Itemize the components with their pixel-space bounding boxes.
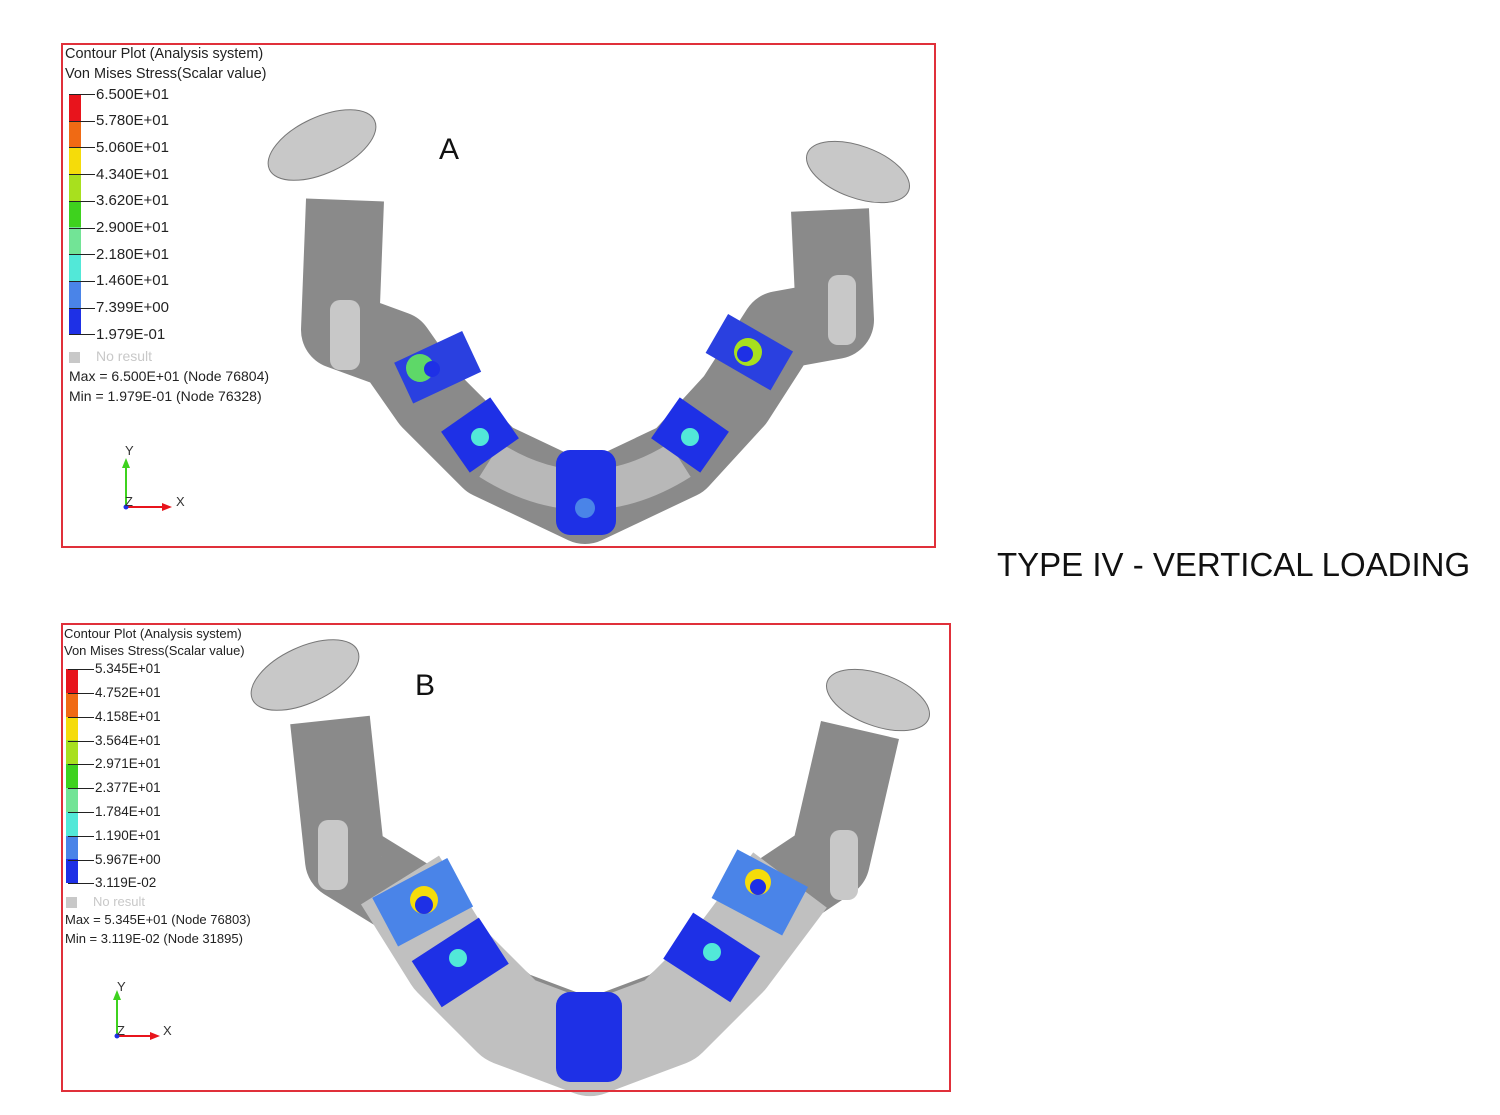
contour-plot-panel-b: Contour Plot (Analysis system) Von Mises…: [61, 623, 951, 1092]
scale-tick: 4.340E+01: [69, 167, 169, 182]
scale-tick: 2.900E+01: [69, 220, 169, 235]
color-scale-segment: [66, 740, 78, 765]
scale-tick-label: 2.971E+01: [95, 756, 161, 772]
color-scale-bar: [66, 669, 78, 884]
min-value: Min = 3.119E-02 (Node 31895): [65, 931, 243, 946]
color-scale-segment: [69, 227, 81, 255]
scale-tick-label: 5.060E+01: [96, 138, 169, 156]
mandible-a: [267, 109, 911, 544]
legend-header-1: Contour Plot (Analysis system): [65, 46, 264, 62]
color-scale-segment: [69, 120, 81, 148]
scale-tick: 1.979E-01: [69, 327, 165, 342]
color-scale-segment: [69, 147, 81, 175]
scale-tick: 1.460E+01: [69, 273, 169, 288]
axis-z-label: Z: [117, 1023, 125, 1038]
scale-tick-label: 5.780E+01: [96, 112, 169, 130]
max-value: Max = 6.500E+01 (Node 76804): [69, 368, 270, 384]
color-scale-segment: [66, 835, 78, 860]
scale-tick-label: 3.119E-02: [95, 875, 157, 891]
scale-tick-label: 4.158E+01: [95, 708, 161, 724]
legend-header-1: Contour Plot (Analysis system): [64, 626, 242, 641]
scale-tick: 4.752E+01: [68, 686, 161, 700]
scale-tick: 6.500E+01: [69, 87, 169, 102]
color-scale-segment: [69, 200, 81, 228]
scale-tick-label: 7.399E+00: [96, 299, 169, 317]
no-result-label: No result: [93, 894, 146, 909]
color-scale-segment: [69, 307, 81, 335]
color-scale-segment: [66, 692, 78, 717]
panel-label-b: B: [415, 669, 436, 702]
color-scale-segment: [66, 859, 78, 884]
legend-a: Contour Plot (Analysis system) Von Mises…: [65, 46, 269, 403]
scale-tick: 3.620E+01: [69, 193, 169, 208]
figure-title: TYPE IV - VERTICAL LOADING: [997, 546, 1471, 583]
scale-tick-label: 2.180E+01: [96, 245, 169, 263]
legend-header-2: Von Mises Stress(Scalar value): [64, 643, 245, 658]
panel-label-a: A: [439, 133, 460, 166]
scale-tick-label: 5.345E+01: [95, 661, 161, 677]
scale-tick-label: 4.340E+01: [96, 165, 169, 183]
scale-tick-label: 2.377E+01: [95, 780, 161, 796]
scale-tick: 3.564E+01: [68, 732, 161, 748]
scale-tick: 3.119E-02: [68, 876, 156, 890]
color-scale-segment: [69, 94, 81, 121]
axis-z-label: Z: [125, 494, 133, 509]
color-scale-segment: [69, 174, 81, 201]
scale-tick-label: 1.979E-01: [96, 325, 166, 343]
contour-plot-panel-a: Contour Plot (Analysis system) Von Mises…: [61, 43, 936, 548]
scale-tick: 5.345E+01: [68, 662, 161, 676]
scale-tick: 1.190E+01: [68, 829, 161, 843]
scale-tick: 2.377E+01: [68, 781, 161, 795]
color-scale-segment: [66, 811, 78, 836]
axis-triad-a: [122, 458, 172, 511]
no-result-legend: No result: [69, 349, 152, 363]
scale-tick: 4.158E+01: [68, 710, 161, 724]
scale-tick: 2.971E+01: [68, 757, 161, 771]
min-value: Min = 1.979E-01 (Node 76328): [69, 388, 262, 404]
axis-triad-b: [113, 990, 160, 1040]
scale-tick-label: 3.564E+01: [95, 732, 161, 748]
scale-tick: 5.780E+01: [69, 113, 169, 128]
scale-tick-label: 1.190E+01: [95, 827, 161, 843]
scale-tick-label: 1.784E+01: [95, 804, 161, 820]
scale-tick: 1.784E+01: [68, 805, 161, 819]
color-scale-segment: [66, 669, 78, 693]
no-result-legend: No result: [66, 894, 146, 909]
axis-y-label: Y: [117, 979, 126, 994]
color-scale-bar: [69, 94, 81, 335]
scale-tick-label: 5.967E+00: [95, 851, 161, 867]
scale-tick: 2.180E+01: [69, 247, 169, 262]
axis-y-label: Y: [125, 443, 134, 458]
no-result-label: No result: [96, 348, 153, 364]
scale-tick: 5.060E+01: [69, 140, 169, 155]
scale-tick-label: 6.500E+01: [96, 85, 169, 103]
scale-tick-label: 2.900E+01: [96, 219, 169, 236]
scale-tick-label: 4.752E+01: [95, 685, 161, 701]
scale-tick-label: 3.620E+01: [96, 192, 169, 210]
max-value: Max = 5.345E+01 (Node 76803): [65, 912, 251, 927]
legend-b: Contour Plot (Analysis system) Von Mises…: [64, 626, 251, 945]
legend-header-2: Von Mises Stress(Scalar value): [65, 65, 267, 82]
color-scale-segment: [69, 280, 81, 308]
scale-tick: 7.399E+00: [69, 300, 169, 315]
color-scale-segment: [66, 787, 78, 812]
axis-x-label: X: [176, 494, 185, 509]
scale-tick: 5.967E+00: [68, 851, 161, 867]
color-scale-segment: [66, 764, 78, 788]
color-scale-segment: [66, 716, 78, 741]
axis-x-label: X: [163, 1023, 172, 1038]
color-scale-segment: [69, 254, 81, 281]
scale-tick-label: 1.460E+01: [96, 272, 169, 290]
mandible-b: [250, 639, 931, 1096]
